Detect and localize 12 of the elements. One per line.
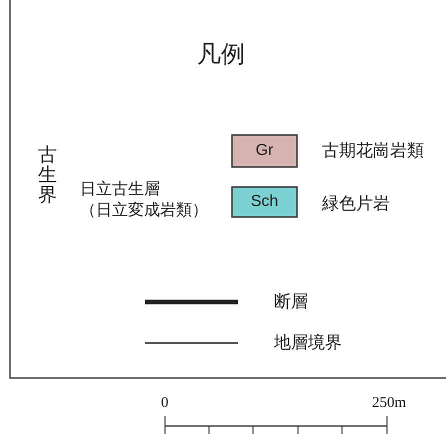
legend-title: 凡例 <box>197 43 245 67</box>
legend-text: 断層 <box>274 293 308 310</box>
legend-text: 緑色片岩 <box>322 195 390 212</box>
scale-label: 250m <box>372 396 406 411</box>
scale-label: 0 <box>161 396 168 411</box>
legend-text: 古期花崗岩類 <box>322 142 424 159</box>
formation-label: （日立変成岩類） <box>80 203 208 219</box>
unit-code: Gr <box>256 143 274 159</box>
era-label: 古生界 <box>38 146 58 206</box>
formation-label: 日立古生層 <box>80 182 160 198</box>
legend-text: 地層境界 <box>274 334 342 351</box>
unit-code: Sch <box>250 194 278 210</box>
